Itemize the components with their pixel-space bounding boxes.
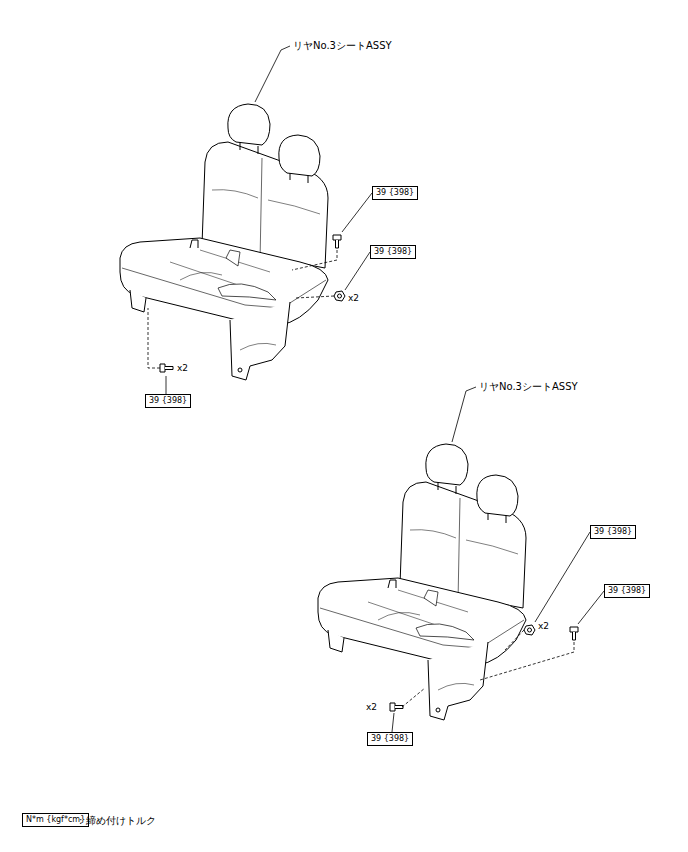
torque-box: 39 {398} bbox=[370, 245, 416, 259]
torque-value: 39 {398} bbox=[608, 586, 646, 595]
torque-box: 39 {398} bbox=[590, 525, 636, 539]
quantity-label: x2 bbox=[177, 362, 188, 374]
part-name: : 締め付けトルク bbox=[79, 815, 156, 827]
torque-box: 39 {398} bbox=[372, 186, 418, 200]
torque-value: 39 {398} bbox=[149, 396, 187, 405]
quantity-label: x2 bbox=[538, 620, 549, 632]
torque-value: 39 {398} bbox=[594, 527, 632, 536]
torque-box: 39 {398} bbox=[145, 394, 191, 408]
torque-value: 39 {398} bbox=[376, 188, 414, 197]
torque-value: 39 {398} bbox=[374, 247, 412, 256]
torque-box: 39 {398} bbox=[367, 732, 413, 746]
part-name: リヤNo.3シートASSY bbox=[293, 40, 392, 52]
quantity-label: x2 bbox=[366, 701, 377, 713]
part-name: リヤNo.3シートASSY bbox=[479, 381, 578, 393]
torque-value: N*m {kgf*cm} bbox=[26, 815, 85, 824]
torque-value: 39 {398} bbox=[371, 734, 409, 743]
quantity-label: x2 bbox=[348, 292, 359, 304]
torque-box: 39 {398} bbox=[604, 584, 650, 598]
